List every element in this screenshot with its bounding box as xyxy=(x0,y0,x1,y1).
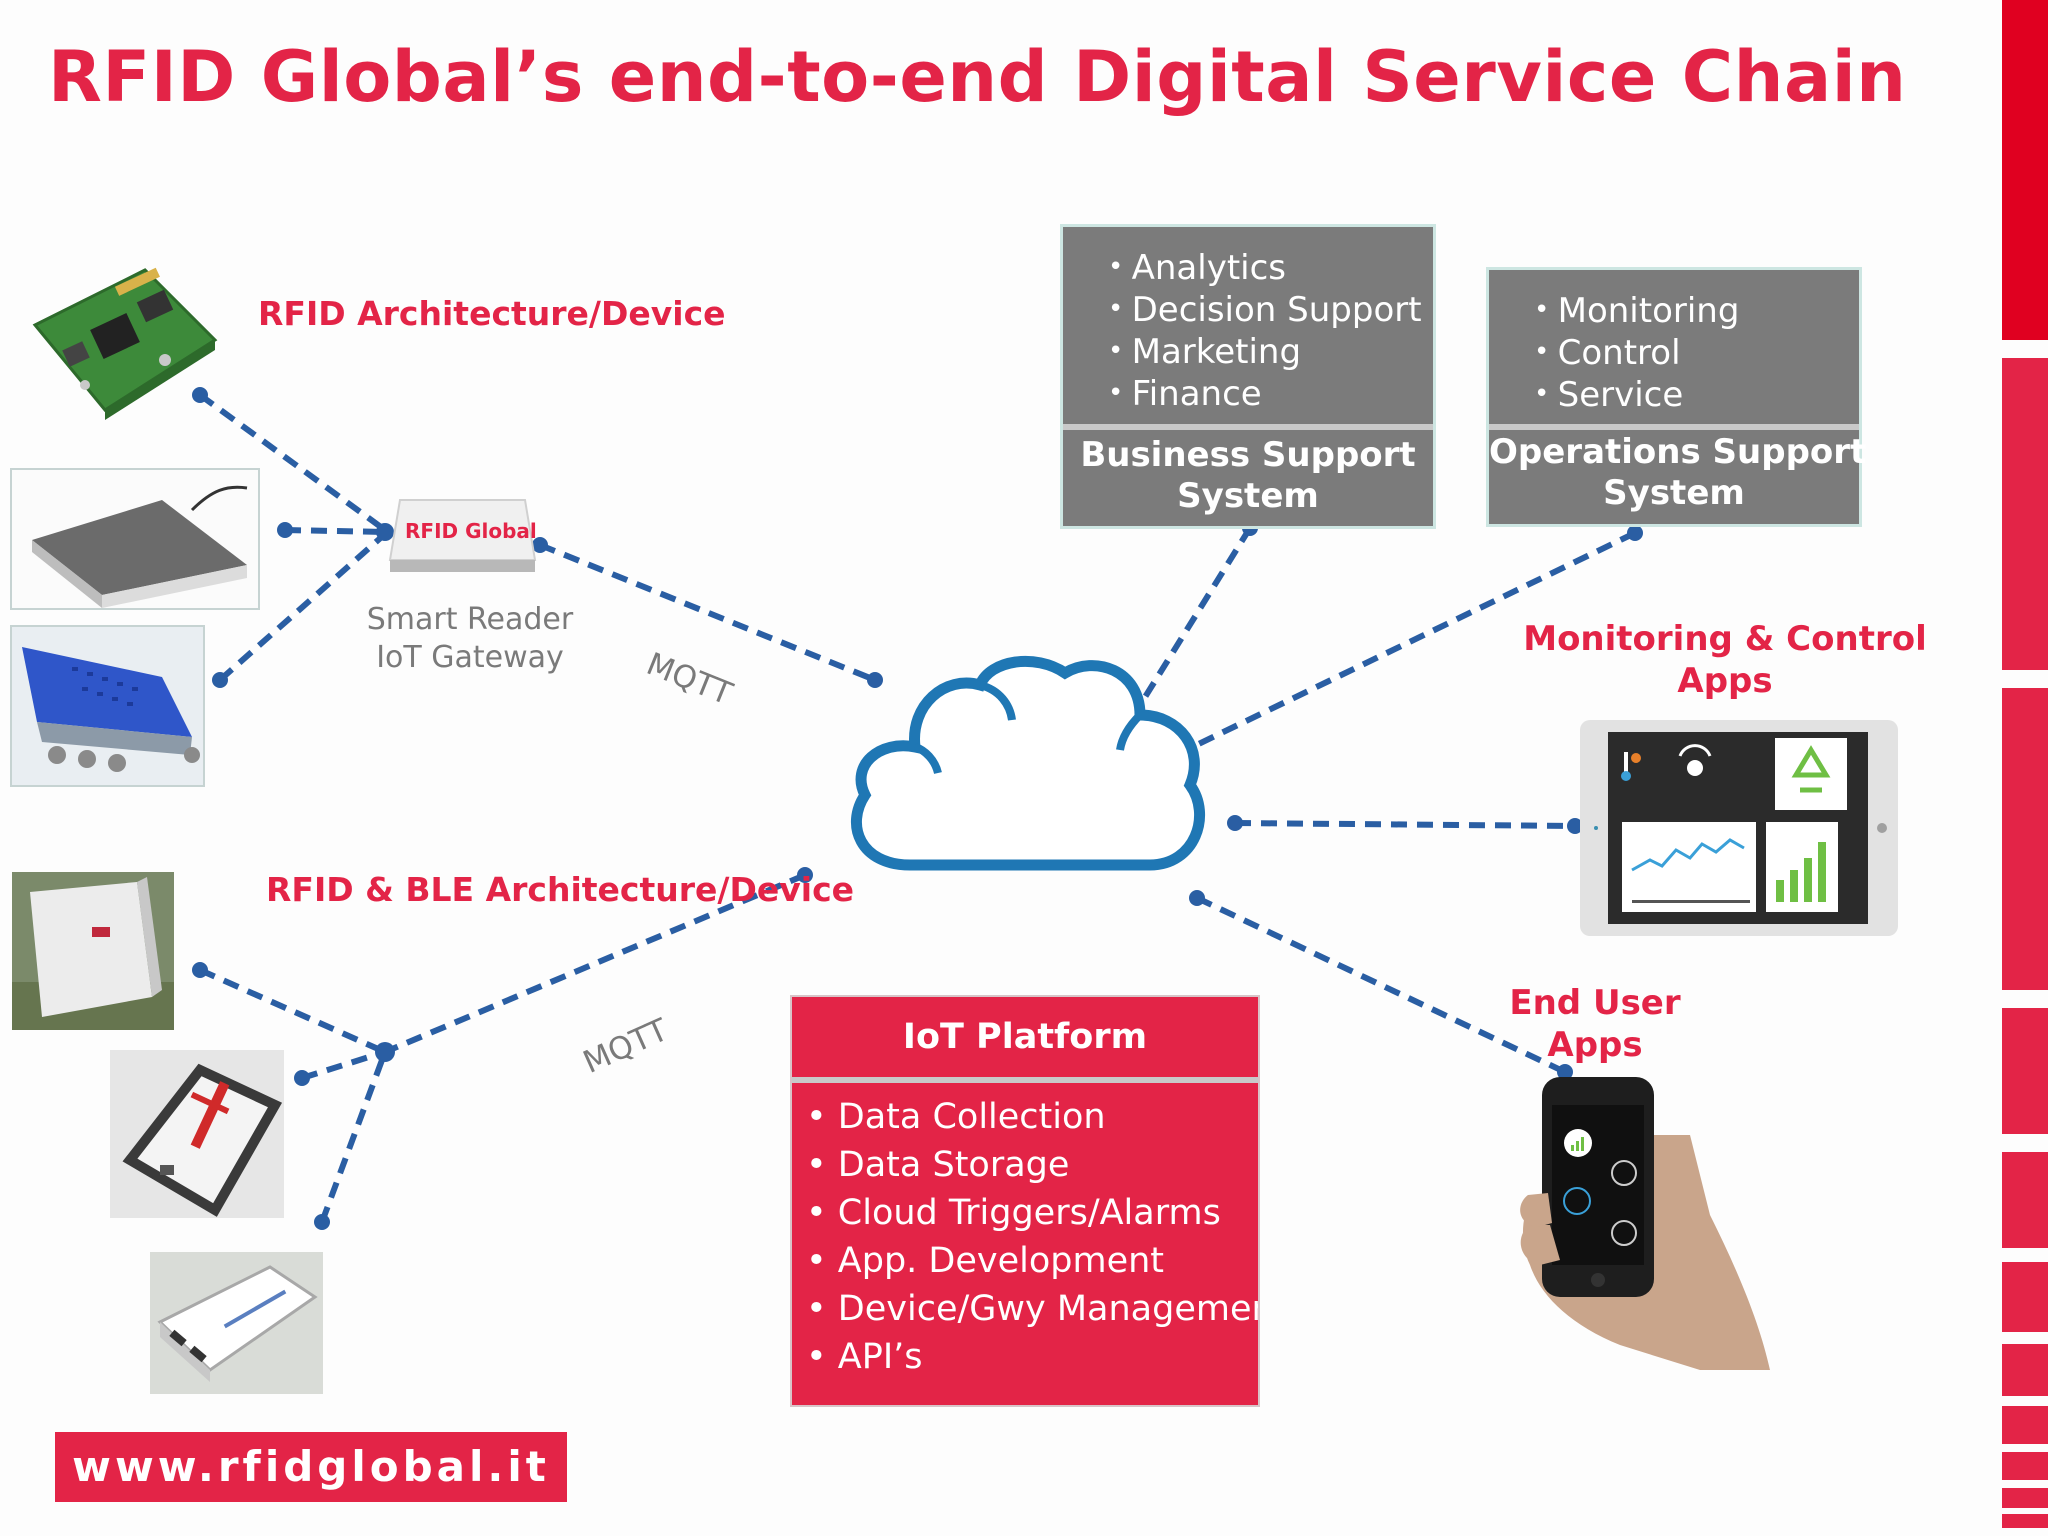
bss-title-line2: System xyxy=(1177,476,1319,516)
gateway-caption-line2: IoT Gateway xyxy=(376,640,564,675)
edge-bar xyxy=(2002,1514,2048,1528)
tablet-dashboard-icon xyxy=(1580,720,1898,936)
gateway-icon xyxy=(388,499,537,572)
edge-bar xyxy=(2002,1262,2048,1332)
edge-bar xyxy=(2002,1452,2048,1480)
bss-item: Decision Support xyxy=(1108,289,1433,331)
iot-platform-title: IoT Platform xyxy=(902,1017,1148,1057)
bss-item: Finance xyxy=(1108,373,1433,415)
handheld-reader-icon xyxy=(110,1050,284,1218)
rfid-ble-architecture-label: RFID & BLE Architecture/Device xyxy=(266,870,855,909)
gateway-caption-line1: Smart Reader xyxy=(366,602,574,637)
monitoring-label-line2: Apps xyxy=(1677,661,1773,701)
blue-reader-icon xyxy=(10,625,205,787)
business-support-box: Analytics Decision Support Marketing Fin… xyxy=(1060,224,1436,529)
edge-bar xyxy=(2002,688,2048,990)
edge-bar xyxy=(2002,358,2048,670)
enduser-label-line1: End User xyxy=(1509,983,1681,1023)
gateway-caption: Smart Reader IoT Gateway xyxy=(340,601,600,677)
iot-platform-item: Data Storage xyxy=(806,1141,1258,1189)
oss-title-line1: Operations Support xyxy=(1489,432,1867,472)
edge-bar xyxy=(2002,1488,2048,1508)
bss-title-line1: Business Support xyxy=(1080,435,1416,475)
oss-title-line2: System xyxy=(1603,473,1745,513)
usb-reader-icon xyxy=(150,1252,323,1394)
iot-platform-box: IoT Platform Data Collection Data Storag… xyxy=(790,995,1260,1407)
page-title: RFID Global’s end-to-end Digital Service… xyxy=(48,36,1907,118)
edge-bar xyxy=(2002,1152,2048,1248)
oss-item: Control xyxy=(1534,332,1859,374)
rfid-architecture-label: RFID Architecture/Device xyxy=(258,294,726,333)
antenna-reader-icon xyxy=(12,872,174,1030)
bss-item: Marketing xyxy=(1108,331,1433,373)
circuit-board-icon xyxy=(32,267,218,420)
edge-bar xyxy=(2002,1406,2048,1444)
edge-bar xyxy=(2002,1008,2048,1134)
website-banner[interactable]: www.rfidglobal.it xyxy=(55,1432,567,1502)
oss-item: Service xyxy=(1534,374,1859,416)
gateway-brand-label: RFID Global xyxy=(405,519,537,543)
bss-item: Analytics xyxy=(1108,247,1433,289)
iot-platform-item: App. Development xyxy=(806,1237,1258,1285)
iot-platform-item: Device/Gwy Management xyxy=(806,1285,1258,1333)
iot-platform-item: API’s xyxy=(806,1333,1258,1381)
operations-support-box: Monitoring Control Service Operations Su… xyxy=(1486,267,1867,527)
iot-platform-item: Data Collection xyxy=(806,1093,1258,1141)
oss-item: Monitoring xyxy=(1534,290,1859,332)
monitoring-apps-label: Monitoring & Control Apps xyxy=(1500,618,1950,702)
edge-bar-top xyxy=(2002,0,2048,340)
smartphone-hand-icon xyxy=(1520,1077,1770,1370)
cloud-icon xyxy=(851,655,1205,871)
edge-bar xyxy=(2002,1344,2048,1396)
enduser-apps-label: End User Apps xyxy=(1480,982,1710,1066)
iot-platform-item: Cloud Triggers/Alarms xyxy=(806,1189,1258,1237)
monitoring-label-line1: Monitoring & Control xyxy=(1523,619,1927,659)
desktop-reader-icon xyxy=(10,468,260,610)
enduser-label-line2: Apps xyxy=(1547,1025,1643,1065)
